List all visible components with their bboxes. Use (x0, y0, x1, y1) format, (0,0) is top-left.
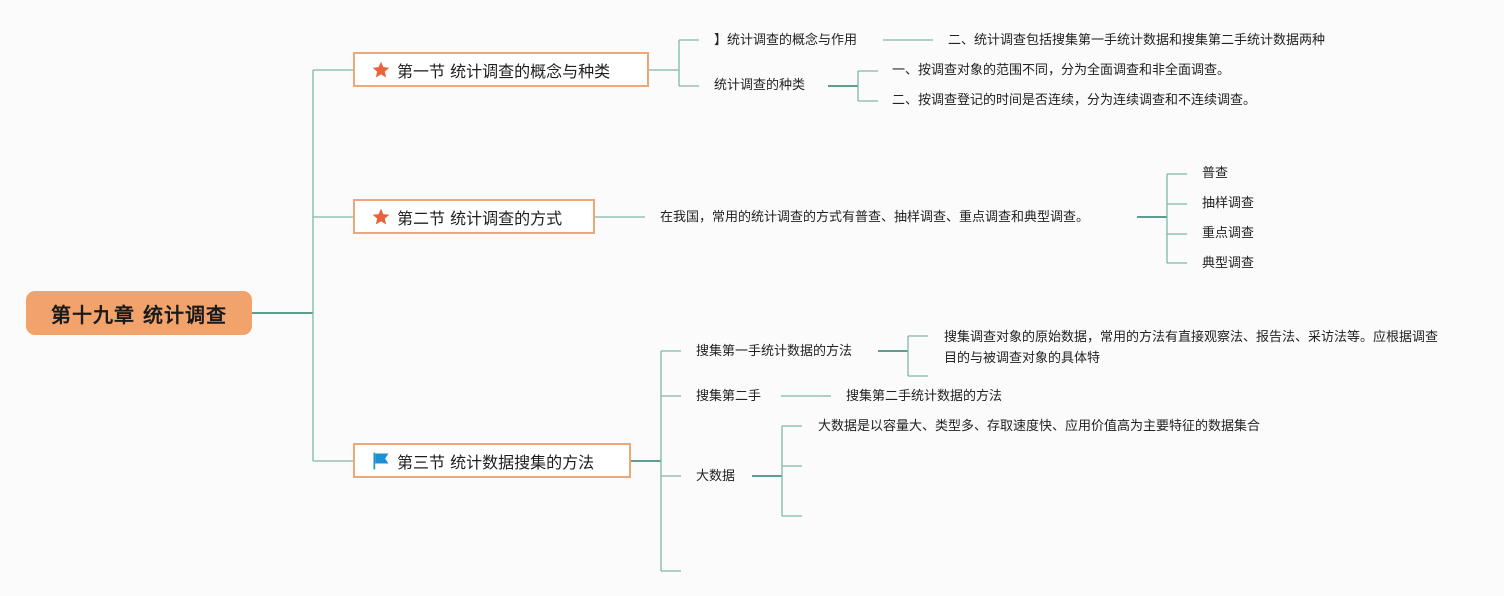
branch-types-detail-2[interactable]: 二、按调查登记的时间是否连续，分为连续调查和不连续调查。 (892, 93, 1257, 108)
branch-concept-detail[interactable]: 二、统计调查包括搜集第一手统计数据和搜集第二手统计数据两种 (948, 33, 1326, 48)
section-3-topic[interactable]: 第三节 统计数据搜集的方法 (353, 443, 631, 478)
branch-bigdata-detail[interactable]: 大数据是以容量大、类型多、存取速度快、应用价值高为主要特征的数据集合 (818, 419, 1261, 434)
star-icon (372, 208, 390, 224)
flag-icon (373, 452, 389, 469)
branch-concept-label[interactable]: 】统计调查的概念与作用 (714, 33, 858, 48)
method-sampling[interactable]: 抽样调查 (1202, 196, 1255, 211)
method-key-survey[interactable]: 重点调查 (1202, 226, 1255, 241)
root-topic[interactable]: 第十九章 统计调查 (26, 291, 252, 335)
branch-secondhand-label[interactable]: 搜集第二手 (696, 389, 762, 404)
star-icon (372, 61, 390, 77)
root-title: 第十九章 统计调查 (51, 302, 227, 327)
branch-firsthand-detail[interactable]: 搜集调查对象的原始数据，常用的方法有直接观察法、报告法、采访法等。应根据调查目的… (944, 330, 1439, 366)
branch-types-detail-1[interactable]: 一、按调查对象的范围不同，分为全面调查和非全面调查。 (892, 63, 1231, 78)
branch-secondhand-detail[interactable]: 搜集第二手统计数据的方法 (846, 389, 1003, 404)
branch-methods-label[interactable]: 在我国，常用的统计调查的方式有普查、抽样调查、重点调查和典型调查。 (660, 210, 1090, 225)
section-1-title: 第一节 统计调查的概念与种类 (397, 61, 611, 81)
branch-firsthand-label[interactable]: 搜集第一手统计数据的方法 (696, 344, 853, 359)
branch-bigdata-label[interactable]: 大数据 (696, 469, 736, 484)
branch-types-label[interactable]: 统计调查的种类 (714, 78, 806, 93)
section-2-topic[interactable]: 第二节 统计调查的方式 (353, 199, 595, 234)
method-census[interactable]: 普查 (1202, 166, 1229, 181)
section-2-title: 第二节 统计调查的方式 (397, 208, 563, 228)
section-3-title: 第三节 统计数据搜集的方法 (397, 452, 595, 472)
section-1-topic[interactable]: 第一节 统计调查的概念与种类 (353, 52, 649, 87)
method-typical-survey[interactable]: 典型调查 (1202, 256, 1255, 271)
